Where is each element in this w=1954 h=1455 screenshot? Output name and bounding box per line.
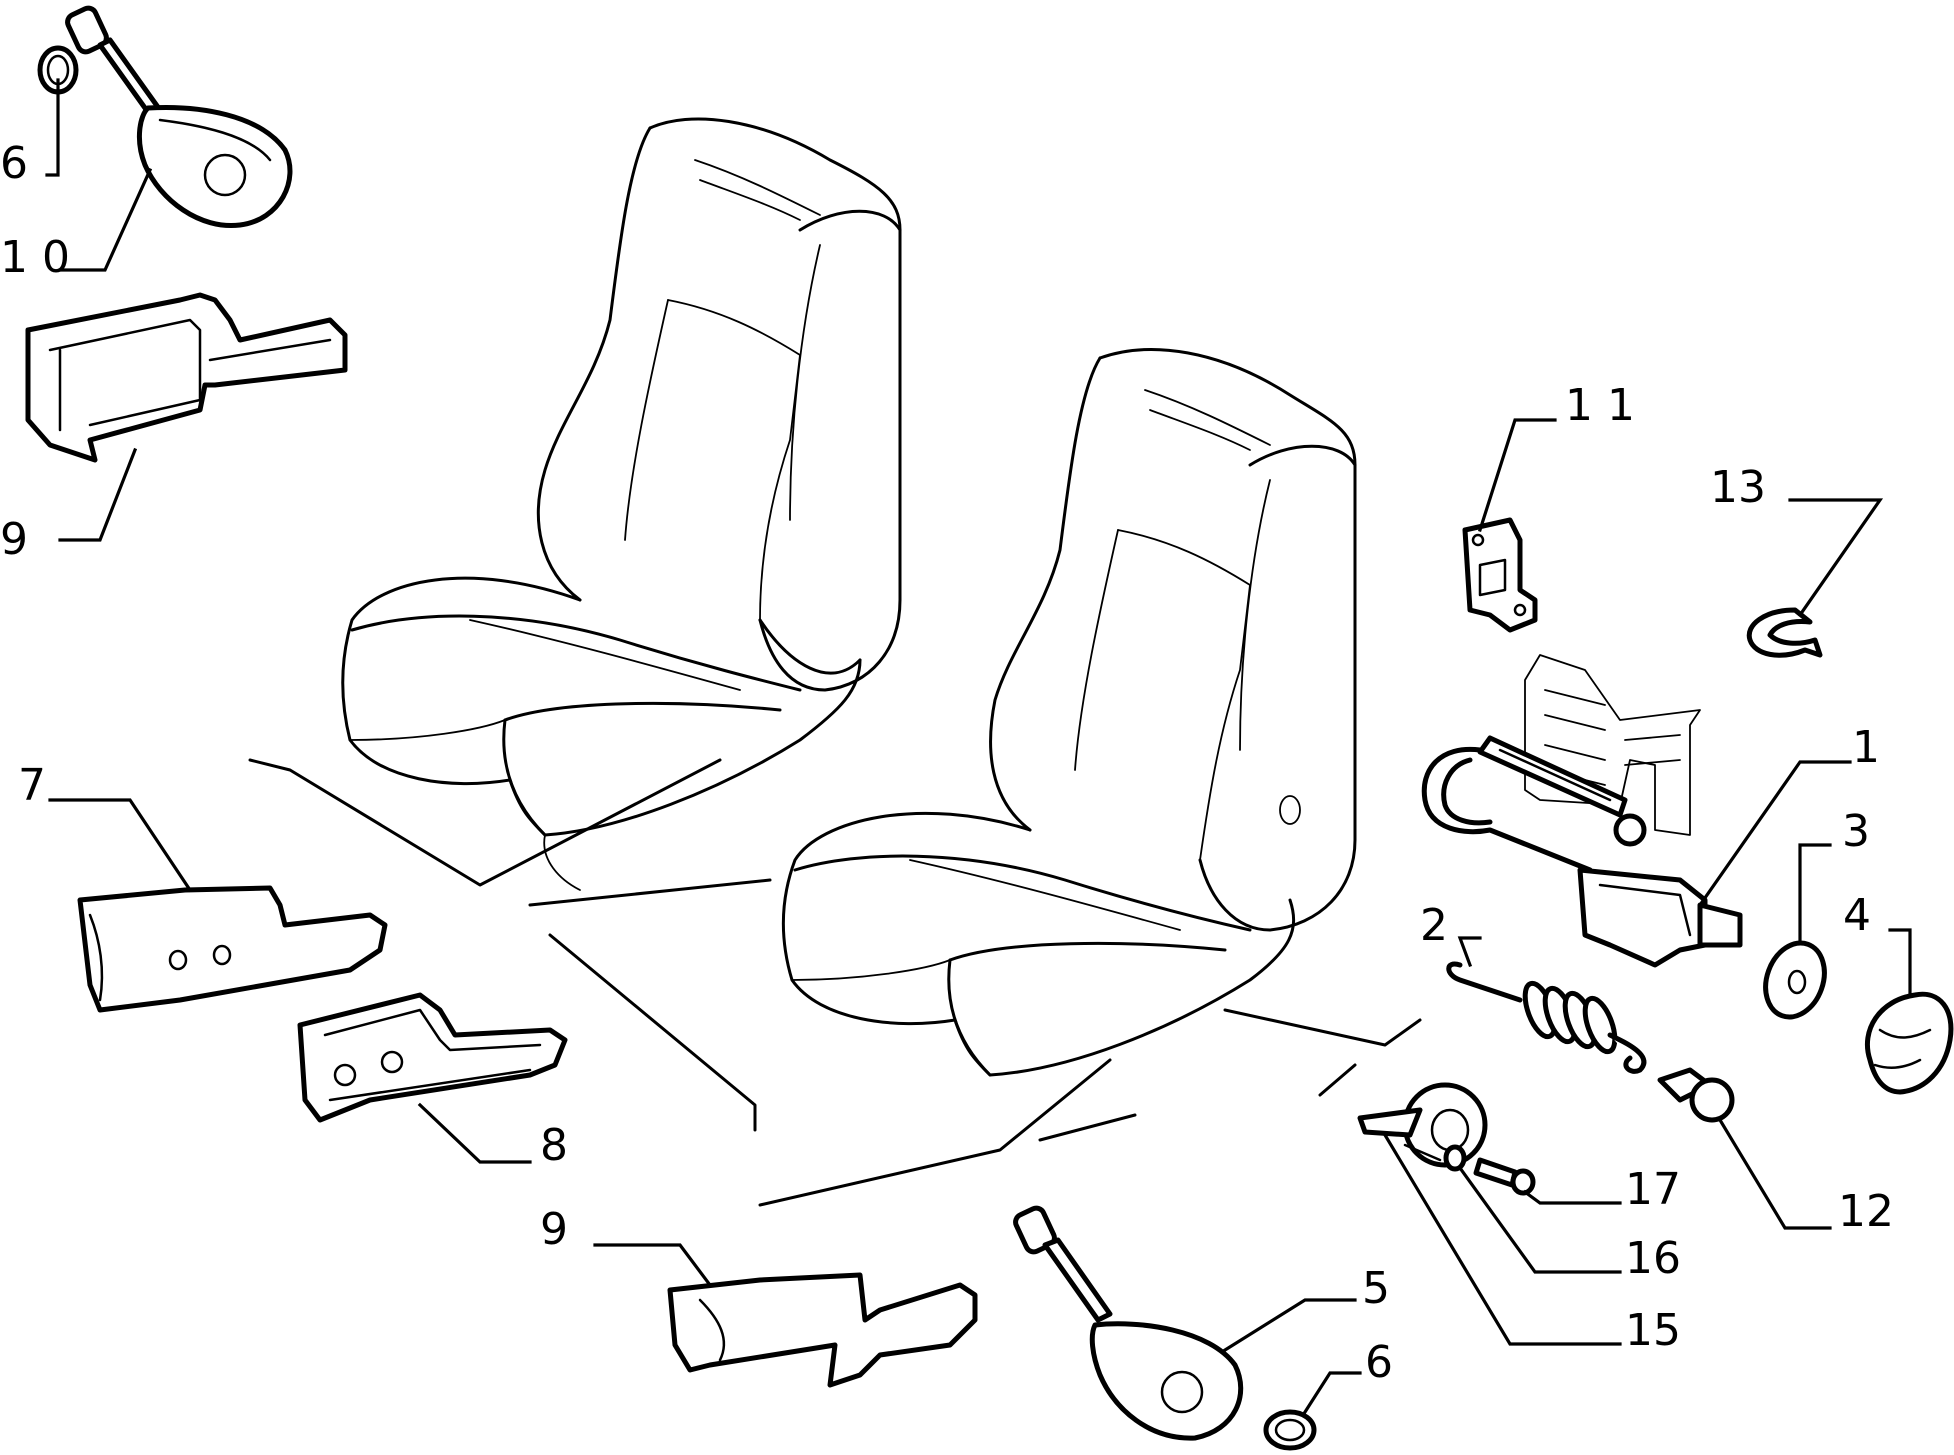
part-12-bracket bbox=[1462, 517, 1538, 633]
callout-8: 8 bbox=[540, 1120, 568, 1171]
callout-13: 12 bbox=[1838, 1186, 1894, 1237]
attachment-lines bbox=[248, 758, 1422, 1207]
part-4-knob bbox=[1864, 991, 1954, 1095]
part-14-clip bbox=[1746, 607, 1823, 658]
callout-16: 16 bbox=[1625, 1233, 1681, 1284]
callout-3: 3 bbox=[1842, 806, 1870, 857]
callout-10: 9 bbox=[0, 514, 28, 565]
callout-9: 9 bbox=[540, 1204, 568, 1255]
part-17-bolt bbox=[1473, 1157, 1536, 1196]
callout-6-bottom: 6 bbox=[1365, 1337, 1393, 1388]
callout-17: 17 bbox=[1625, 1164, 1681, 1215]
leader-lines bbox=[45, 78, 1912, 1415]
part-1-recliner bbox=[1421, 654, 1743, 968]
callout-11: 1 0 bbox=[0, 232, 70, 283]
callout-5: 5 bbox=[1362, 1263, 1390, 1314]
part-3-washer bbox=[1763, 940, 1827, 1020]
callout-15: 15 bbox=[1625, 1305, 1681, 1356]
part-11-lever bbox=[65, 5, 293, 229]
part-2-spring bbox=[1446, 961, 1647, 1074]
part-13-pin bbox=[1657, 1067, 1735, 1123]
seat-rear bbox=[341, 117, 902, 891]
part-10-cover bbox=[25, 292, 348, 463]
callout-1: 1 bbox=[1852, 722, 1880, 773]
part-9-side-trim bbox=[667, 1272, 978, 1388]
part-6-cap-bottom bbox=[1263, 1409, 1317, 1451]
part-15-pivot bbox=[1357, 1082, 1488, 1168]
seat-front bbox=[781, 348, 1357, 1077]
callout-12: 1 1 bbox=[1565, 380, 1635, 431]
part-16-washer bbox=[1443, 1144, 1467, 1172]
part-8-side-trim bbox=[297, 992, 568, 1123]
callout-labels: 6 1 0 9 7 8 9 5 6 1 1 13 1 2 3 4 12 17 1… bbox=[0, 138, 1894, 1388]
callout-7: 7 bbox=[18, 760, 46, 811]
callout-2: 2 bbox=[1420, 900, 1448, 951]
callout-4: 4 bbox=[1843, 890, 1871, 941]
part-5-lever bbox=[1013, 1205, 1244, 1441]
callout-14: 13 bbox=[1710, 462, 1766, 513]
part-7-side-trim bbox=[77, 885, 388, 1013]
callout-6-top: 6 bbox=[0, 138, 28, 189]
